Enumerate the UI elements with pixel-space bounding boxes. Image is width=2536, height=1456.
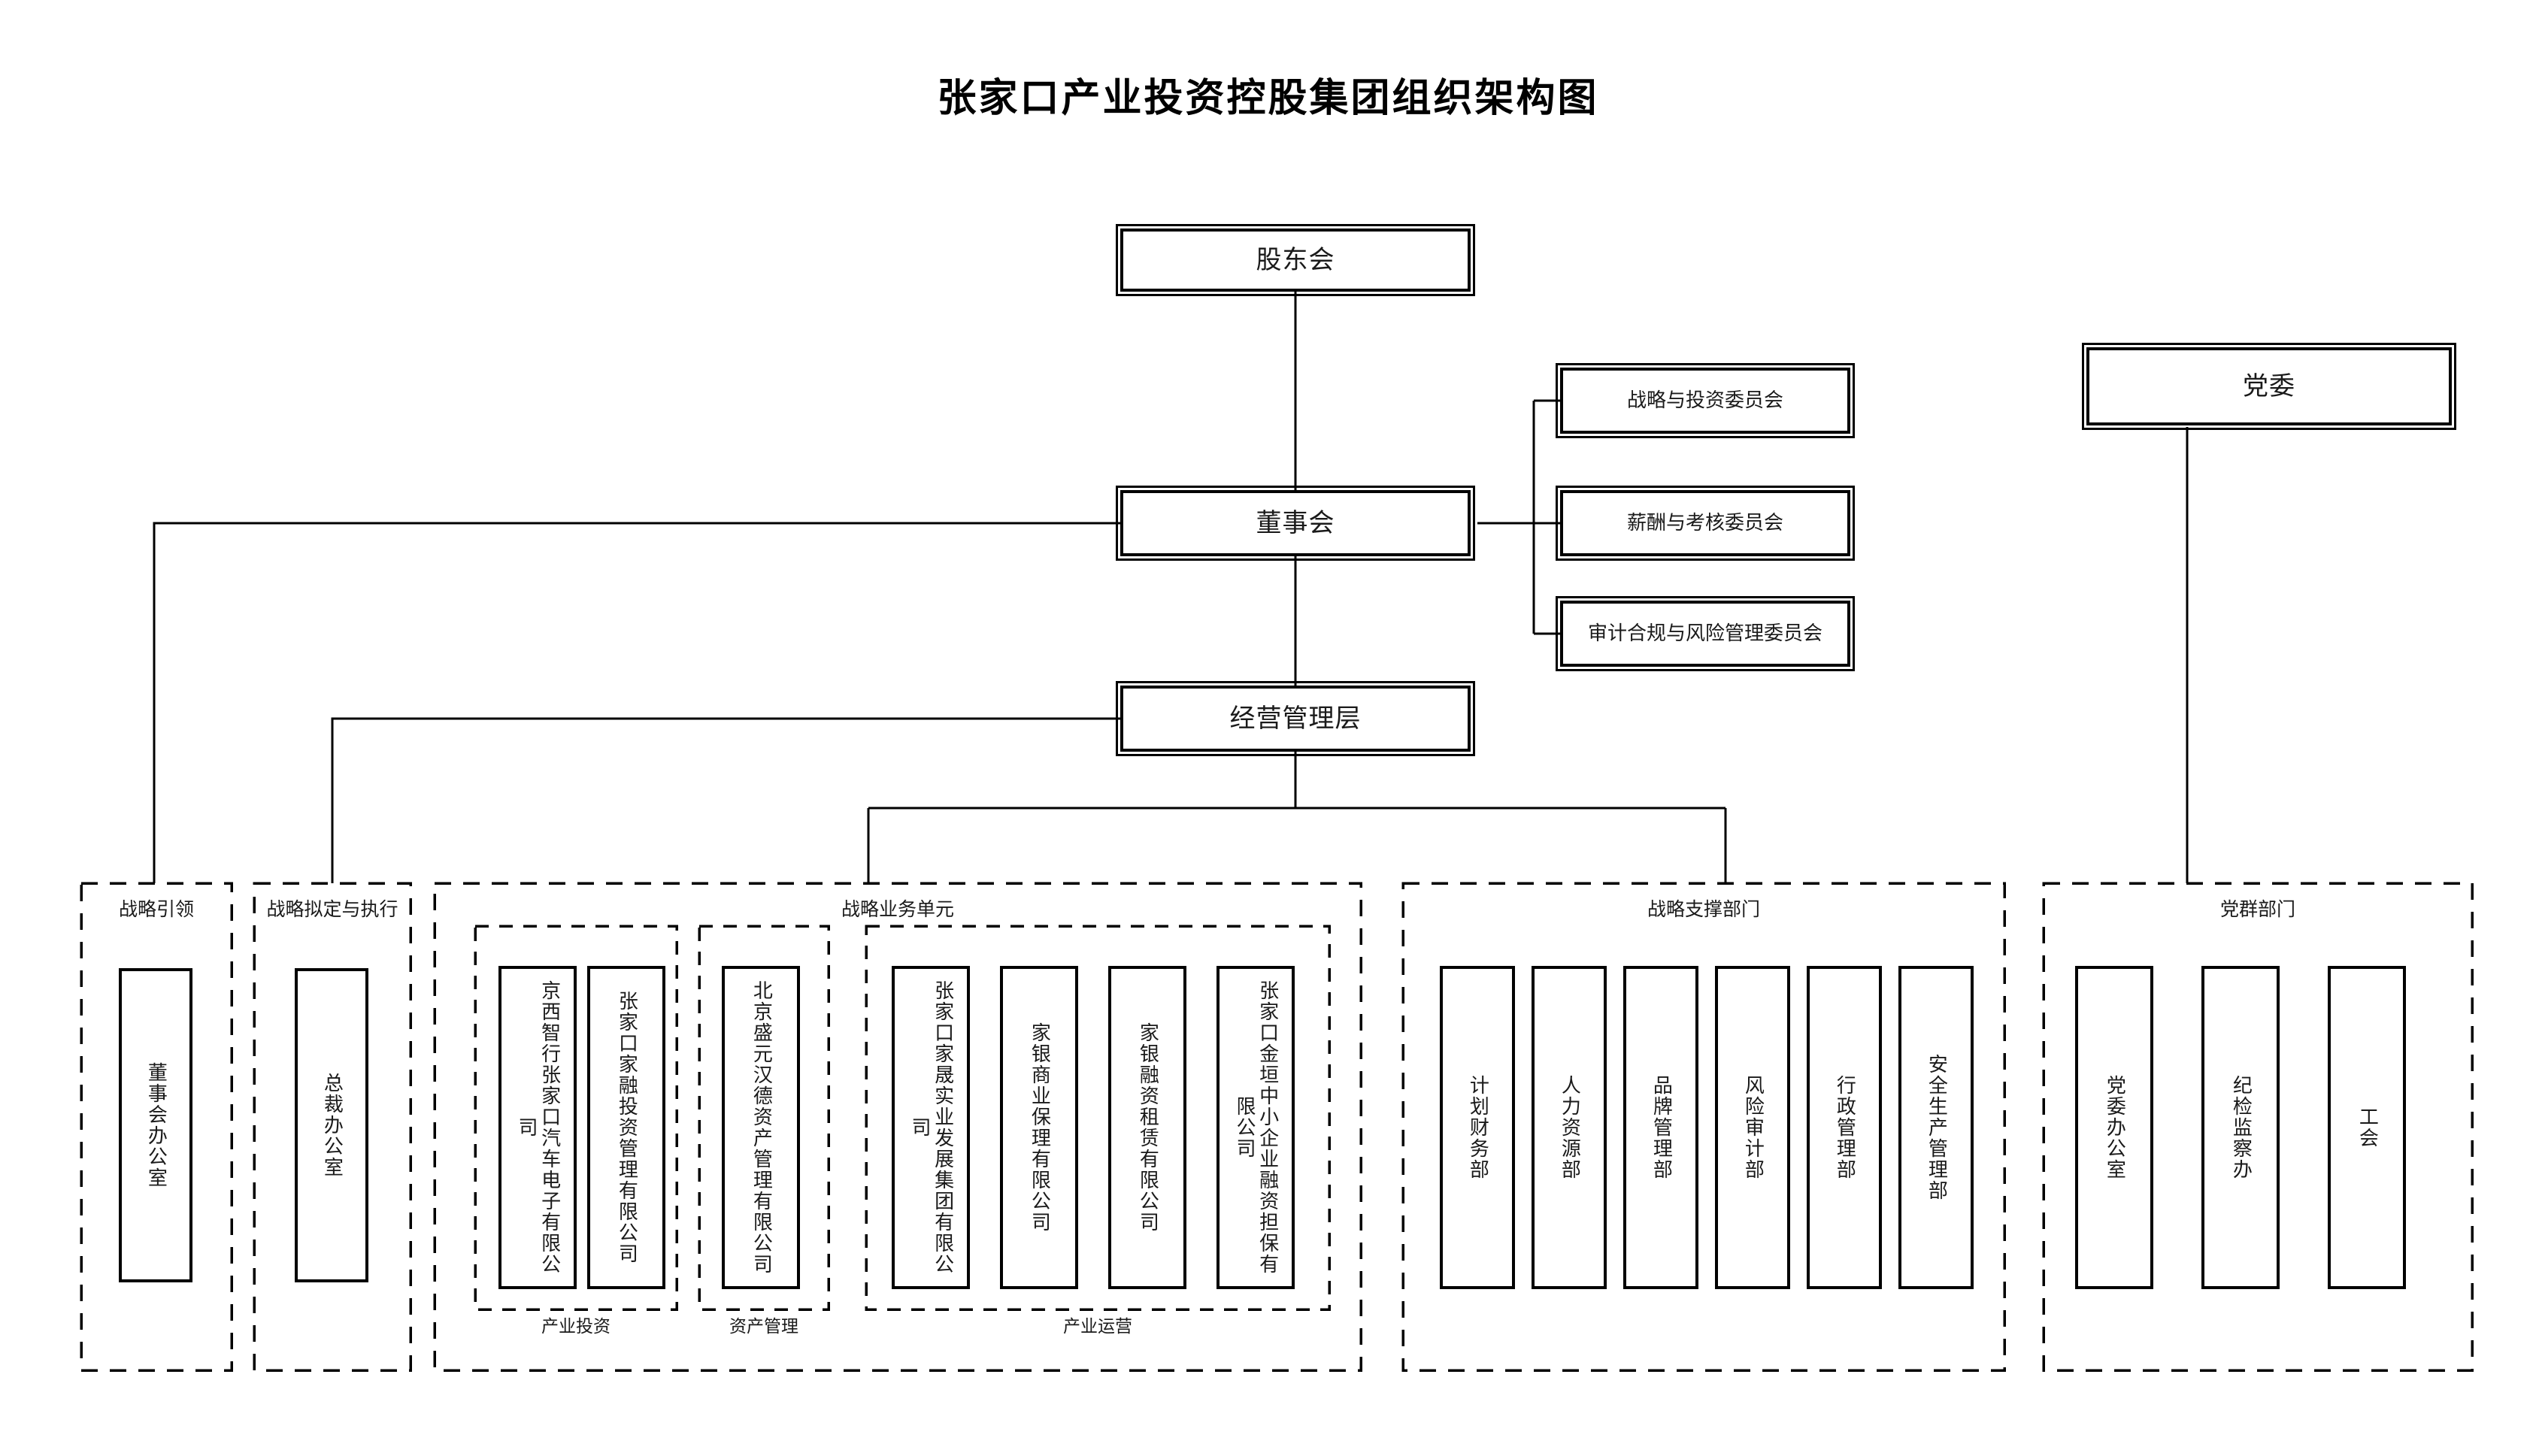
- subgroup-frame-industrial-investment: [474, 925, 678, 1311]
- node-shareholders-meeting[interactable]: 股东会: [1116, 224, 1475, 296]
- node-dept-risk-audit[interactable]: 风险审计部: [1715, 966, 1790, 1289]
- group-label-strategy-leadership: 战略引领: [118, 898, 194, 920]
- node-jiayin-commercial-factoring[interactable]: 家银商业保理有限公司: [1000, 966, 1078, 1289]
- group-frame-strategic-business-units: [433, 882, 1362, 1372]
- group-frame-party-mass-departments: [2042, 882, 2474, 1372]
- node-label: 张家口家融投资管理有限公司: [615, 991, 638, 1264]
- group-label-party-mass-departments: 党群部门: [2219, 898, 2295, 920]
- subgroup-frame-industrial-operations: [865, 925, 1331, 1311]
- group-label-strategic-business-units: 战略业务单元: [841, 898, 954, 920]
- node-label: 安全生产管理部: [1925, 1054, 1948, 1201]
- node-label: 党委办公室: [2103, 1075, 2126, 1180]
- node-label: 人力资源部: [1558, 1075, 1581, 1180]
- node-dept-administration[interactable]: 行政管理部: [1807, 966, 1882, 1289]
- node-dept-planning-finance[interactable]: 计划财务部: [1440, 966, 1515, 1289]
- node-label: 张家口家晟实业发展集团有限公司: [908, 980, 954, 1275]
- node-label: 审计合规与风险管理委员会: [1587, 622, 1822, 645]
- node-labor-union[interactable]: 工会: [2328, 966, 2406, 1289]
- node-label: 党委: [2243, 371, 2295, 401]
- node-jingxi-zhixing-zjk-auto-electronics[interactable]: 京西智行张家口汽车电子有限公司: [498, 966, 577, 1289]
- node-label: 纪检监察办: [2229, 1075, 2253, 1180]
- node-label: 工会: [2356, 1106, 2379, 1149]
- node-label: 计划财务部: [1466, 1075, 1489, 1180]
- group-label-strategy-execution: 战略拟定与执行: [266, 898, 398, 920]
- node-label: 行政管理部: [1833, 1075, 1856, 1180]
- node-zjk-jiasheng-industrial-development-group[interactable]: 张家口家晟实业发展集团有限公司: [892, 966, 970, 1289]
- group-frame-strategy-leadership: [80, 882, 233, 1372]
- node-committee-compensation-assessment[interactable]: 薪酬与考核委员会: [1556, 486, 1855, 561]
- group-frame-strategic-support: [1401, 882, 2006, 1372]
- connector-management-to-president-office: [331, 717, 1124, 883]
- node-jiayin-financial-leasing[interactable]: 家银融资租赁有限公司: [1108, 966, 1186, 1289]
- node-label: 总裁办公室: [320, 1073, 344, 1178]
- node-beijing-shengyuanhande-asset-management[interactable]: 北京盛元汉德资产管理有限公司: [722, 966, 800, 1289]
- connector-board-to-board-office: [153, 522, 1124, 883]
- node-zjk-jiarong-investment-management[interactable]: 张家口家融投资管理有限公司: [587, 966, 665, 1289]
- node-label: 风险审计部: [1741, 1075, 1765, 1180]
- node-discipline-inspection-office[interactable]: 纪检监察办: [2201, 966, 2280, 1289]
- node-label: 品牌管理部: [1650, 1075, 1673, 1180]
- node-label: 董事会: [1256, 507, 1335, 538]
- node-zjk-jinyuan-sme-financing-guarantee[interactable]: 张家口金垣中小企业融资担保有限公司: [1216, 966, 1295, 1289]
- node-dept-human-resources[interactable]: 人力资源部: [1532, 966, 1607, 1289]
- node-board-of-directors[interactable]: 董事会: [1116, 486, 1475, 561]
- node-president-office[interactable]: 总裁办公室: [295, 968, 368, 1282]
- group-frame-strategy-execution: [253, 882, 412, 1372]
- subgroup-label-asset-management: 资产管理: [729, 1317, 798, 1336]
- node-label: 股东会: [1256, 244, 1335, 275]
- node-party-committee[interactable]: 党委: [2082, 343, 2456, 430]
- node-label: 董事会办公室: [144, 1062, 168, 1188]
- node-label: 家银融资租赁有限公司: [1136, 1022, 1159, 1233]
- node-committee-strategy-investment[interactable]: 战略与投资委员会: [1556, 363, 1855, 438]
- node-dept-safety-production-management[interactable]: 安全生产管理部: [1898, 966, 1974, 1289]
- node-label: 战略与投资委员会: [1626, 389, 1783, 412]
- node-board-office[interactable]: 董事会办公室: [119, 968, 192, 1282]
- node-dept-brand-management[interactable]: 品牌管理部: [1623, 966, 1698, 1289]
- node-label: 薪酬与考核委员会: [1626, 511, 1783, 534]
- node-management-layer[interactable]: 经营管理层: [1116, 681, 1475, 756]
- node-party-committee-office[interactable]: 党委办公室: [2075, 966, 2153, 1289]
- node-label: 经营管理层: [1229, 703, 1362, 734]
- node-label: 京西智行张家口汽车电子有限公司: [515, 980, 561, 1275]
- subgroup-label-industrial-investment: 产业投资: [541, 1317, 611, 1336]
- subgroup-frame-asset-management: [698, 925, 830, 1311]
- node-label: 家银商业保理有限公司: [1028, 1022, 1051, 1233]
- node-label: 北京盛元汉德资产管理有限公司: [750, 980, 773, 1275]
- node-committee-audit-risk[interactable]: 审计合规与风险管理委员会: [1556, 596, 1855, 671]
- node-label: 张家口金垣中小企业融资担保有限公司: [1233, 980, 1279, 1275]
- group-label-strategic-support: 战略支撑部门: [1647, 898, 1760, 920]
- page-title: 张家口产业投资控股集团组织架构图: [937, 76, 1599, 121]
- subgroup-label-industrial-operations: 产业运营: [1063, 1317, 1132, 1336]
